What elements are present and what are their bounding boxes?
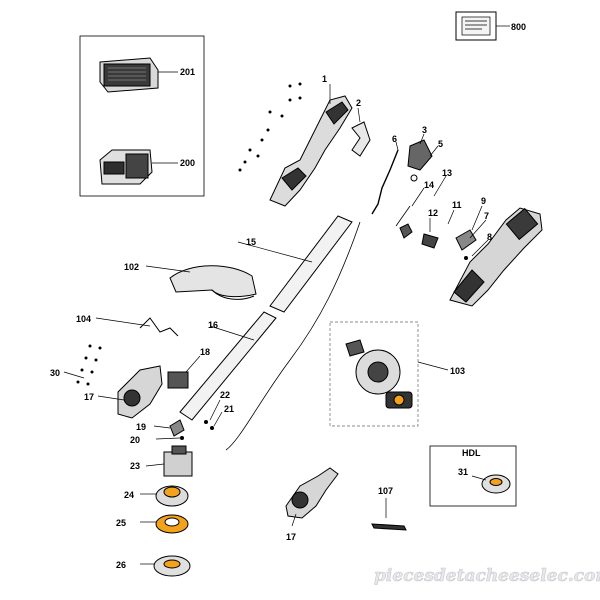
label-20: 20 [130, 435, 140, 445]
label-17-left: 17 [84, 392, 94, 402]
label-7: 7 [484, 211, 489, 221]
guard-wire-104 [95, 317, 179, 337]
label-24: 24 [124, 490, 134, 500]
label-19: 19 [136, 422, 146, 432]
motor-23 [145, 445, 193, 477]
label-21: 21 [224, 404, 234, 414]
label-15: 15 [246, 237, 256, 247]
label-201: 201 [180, 67, 195, 77]
dashed-box-103 [329, 321, 419, 427]
battery-200 [99, 149, 178, 185]
label-8: 8 [487, 232, 492, 242]
parts-11-12 [421, 209, 455, 249]
label-18: 18 [200, 347, 210, 357]
label-23: 23 [130, 461, 140, 471]
label-17-bottom: 17 [286, 532, 296, 542]
motor-housing-103 [345, 339, 449, 409]
label-103: 103 [450, 366, 465, 376]
parts-7-8-9 [455, 205, 489, 260]
hdl-box [429, 445, 517, 507]
label-800: 800 [511, 22, 526, 32]
label-6: 6 [392, 134, 397, 144]
screws-cluster-upper [238, 82, 302, 172]
label-16: 16 [208, 320, 218, 330]
cap-31 [471, 474, 511, 494]
switch-assembly-3-5 [407, 133, 439, 182]
handle-housing-1 [269, 84, 353, 207]
label-104: 104 [76, 314, 91, 324]
label-25: 25 [116, 518, 126, 528]
parts-21-22 [204, 399, 223, 430]
guard-102 [145, 265, 257, 300]
label-3: 3 [422, 125, 427, 135]
label-14: 14 [424, 180, 434, 190]
parts-13-14 [395, 175, 447, 239]
screws-cluster-lower [63, 344, 102, 386]
shaft-15 [237, 215, 353, 313]
label-5: 5 [438, 139, 443, 149]
label-31: 31 [458, 467, 468, 477]
label-200: 200 [180, 158, 195, 168]
motor-housing-17-left [97, 365, 163, 419]
spool-housing-24 [140, 485, 189, 507]
part-18 [167, 355, 201, 389]
label-2: 2 [356, 98, 361, 108]
trigger-2 [351, 107, 371, 157]
label-13: 13 [442, 168, 452, 178]
spool-25 [140, 514, 189, 534]
motor-housing-17-bottom [285, 467, 339, 527]
spool-cap-26 [140, 555, 191, 577]
label-102: 102 [124, 262, 139, 272]
tool-107 [371, 498, 407, 531]
label-30: 30 [50, 368, 60, 378]
label-26: 26 [116, 560, 126, 570]
battery-handle [449, 207, 543, 307]
accessory-box [79, 35, 205, 197]
wire-6 [371, 141, 399, 215]
manual-icon [455, 11, 510, 41]
parts-19-20 [153, 419, 185, 440]
label-9: 9 [481, 196, 486, 206]
label-22: 22 [220, 390, 230, 400]
label-11: 11 [452, 200, 462, 210]
hdl-title: HDL [462, 448, 481, 458]
cable [225, 221, 361, 451]
charger-201 [99, 57, 178, 93]
label-12: 12 [428, 208, 438, 218]
label-1: 1 [322, 74, 327, 84]
shaft-16 [179, 311, 277, 421]
watermark: piecesdetacheeselec.com [374, 566, 600, 586]
label-107: 107 [378, 486, 393, 496]
